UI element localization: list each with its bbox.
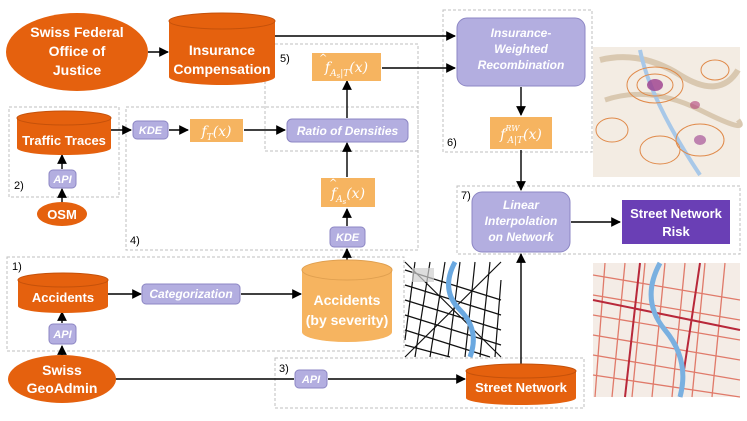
step7-box — [456, 185, 741, 255]
street-network-risk-line1: Street Network — [630, 206, 723, 221]
street-network-risk-line2: Risk — [662, 224, 690, 239]
accidents-by-severity-node: Accidents (by severity) — [301, 259, 393, 342]
f-T-formula: fT(x) ^ — [190, 115, 243, 143]
swiss-geoadmin-line1: Swiss — [42, 362, 82, 378]
f-AsT-formula: fAs|T(x) ^ — [312, 53, 381, 81]
linear-interpolation-line3: on Network — [488, 230, 555, 244]
osm-label: OSM — [47, 207, 77, 222]
api-accidents-process: API — [48, 323, 77, 345]
categorization-label: Categorization — [149, 287, 232, 301]
insurance-compensation-node: Insurance Compensation — [168, 12, 276, 85]
kde-top-process: KDE — [132, 120, 169, 140]
kde-bottom-process: KDE — [329, 226, 366, 248]
categorization-process: Categorization — [141, 283, 241, 305]
f-AsT-hat: ^ — [319, 53, 327, 64]
step2-label: 2) — [14, 180, 24, 192]
linear-interpolation-line2: Interpolation — [485, 214, 558, 228]
api-osm-label: API — [52, 174, 72, 186]
recombination-line1: Insurance- — [491, 26, 552, 40]
ratio-of-densities-label: Ratio of Densities — [297, 124, 399, 138]
swiss-geoadmin-node: Swiss GeoAdmin — [8, 355, 116, 403]
ratio-of-densities-process: Ratio of Densities — [286, 118, 409, 143]
f-AsT-text: fAs|T(x) — [324, 60, 368, 80]
step4-label: 4) — [130, 235, 140, 247]
linear-interpolation-line1: Linear — [503, 198, 540, 212]
street-network-map-thumbnail — [404, 260, 502, 358]
swiss-federal-office-line1: Swiss Federal — [30, 24, 123, 40]
step3-label: 3) — [279, 363, 289, 375]
insurance-compensation-line2: Compensation — [173, 61, 270, 77]
step5-box — [264, 43, 419, 152]
step7-label: 7) — [461, 190, 471, 202]
kde-bottom-label: KDE — [336, 232, 360, 244]
step6-label: 6) — [447, 137, 457, 149]
accidents-by-severity-line2: (by severity) — [306, 312, 388, 328]
accidents-label: Accidents — [32, 290, 94, 305]
accidents-by-severity-line1: Accidents — [314, 292, 381, 308]
street-network-label: Street Network — [475, 380, 568, 395]
street-network-risk-node: Street Network Risk — [622, 200, 730, 244]
api-osm-process: API — [48, 169, 77, 189]
f-As-hat: ^ — [329, 178, 337, 189]
step1-box — [6, 256, 405, 352]
f-T-hat: ^ — [201, 115, 209, 126]
street-network-node: Street Network — [465, 363, 577, 405]
traffic-traces-label: Traffic Traces — [22, 133, 106, 148]
swiss-federal-office-line2: Office of — [49, 43, 106, 59]
traffic-traces-node: Traffic Traces — [16, 110, 112, 155]
swiss-geoadmin-line2: GeoAdmin — [27, 380, 98, 396]
swiss-federal-office-line3: Justice — [53, 62, 101, 78]
swiss-federal-office-node: Swiss Federal Office of Justice — [6, 13, 148, 91]
accidents-node: Accidents — [17, 272, 109, 313]
f-T-text: fT(x) — [200, 124, 231, 143]
f-As-text: fAs(x) — [330, 186, 365, 206]
step5-label: 5) — [280, 53, 290, 65]
step6-box — [442, 9, 593, 153]
f-As-formula: fAs(x) ^ — [321, 178, 375, 207]
recombination-line2: Weighted — [494, 42, 548, 56]
osm-node: OSM — [37, 202, 87, 226]
insurance-heatmap-thumbnail — [593, 47, 743, 177]
linear-interpolation-node: Linear Interpolation on Network — [471, 191, 571, 253]
step1-label: 1) — [12, 261, 22, 273]
street-network-risk-map-thumbnail — [592, 261, 741, 398]
recombination-line3: Recombination — [478, 58, 565, 72]
insurance-compensation-line1: Insurance — [189, 42, 255, 58]
step3-box — [274, 357, 585, 409]
api-accidents-label: API — [52, 329, 72, 341]
insurance-weighted-recombination-node: Insurance- Weighted Recombination — [456, 17, 586, 87]
step4-box — [125, 106, 419, 251]
kde-top-label: KDE — [139, 125, 163, 137]
api-street-process: API — [294, 369, 328, 389]
api-street-label: API — [301, 374, 321, 386]
